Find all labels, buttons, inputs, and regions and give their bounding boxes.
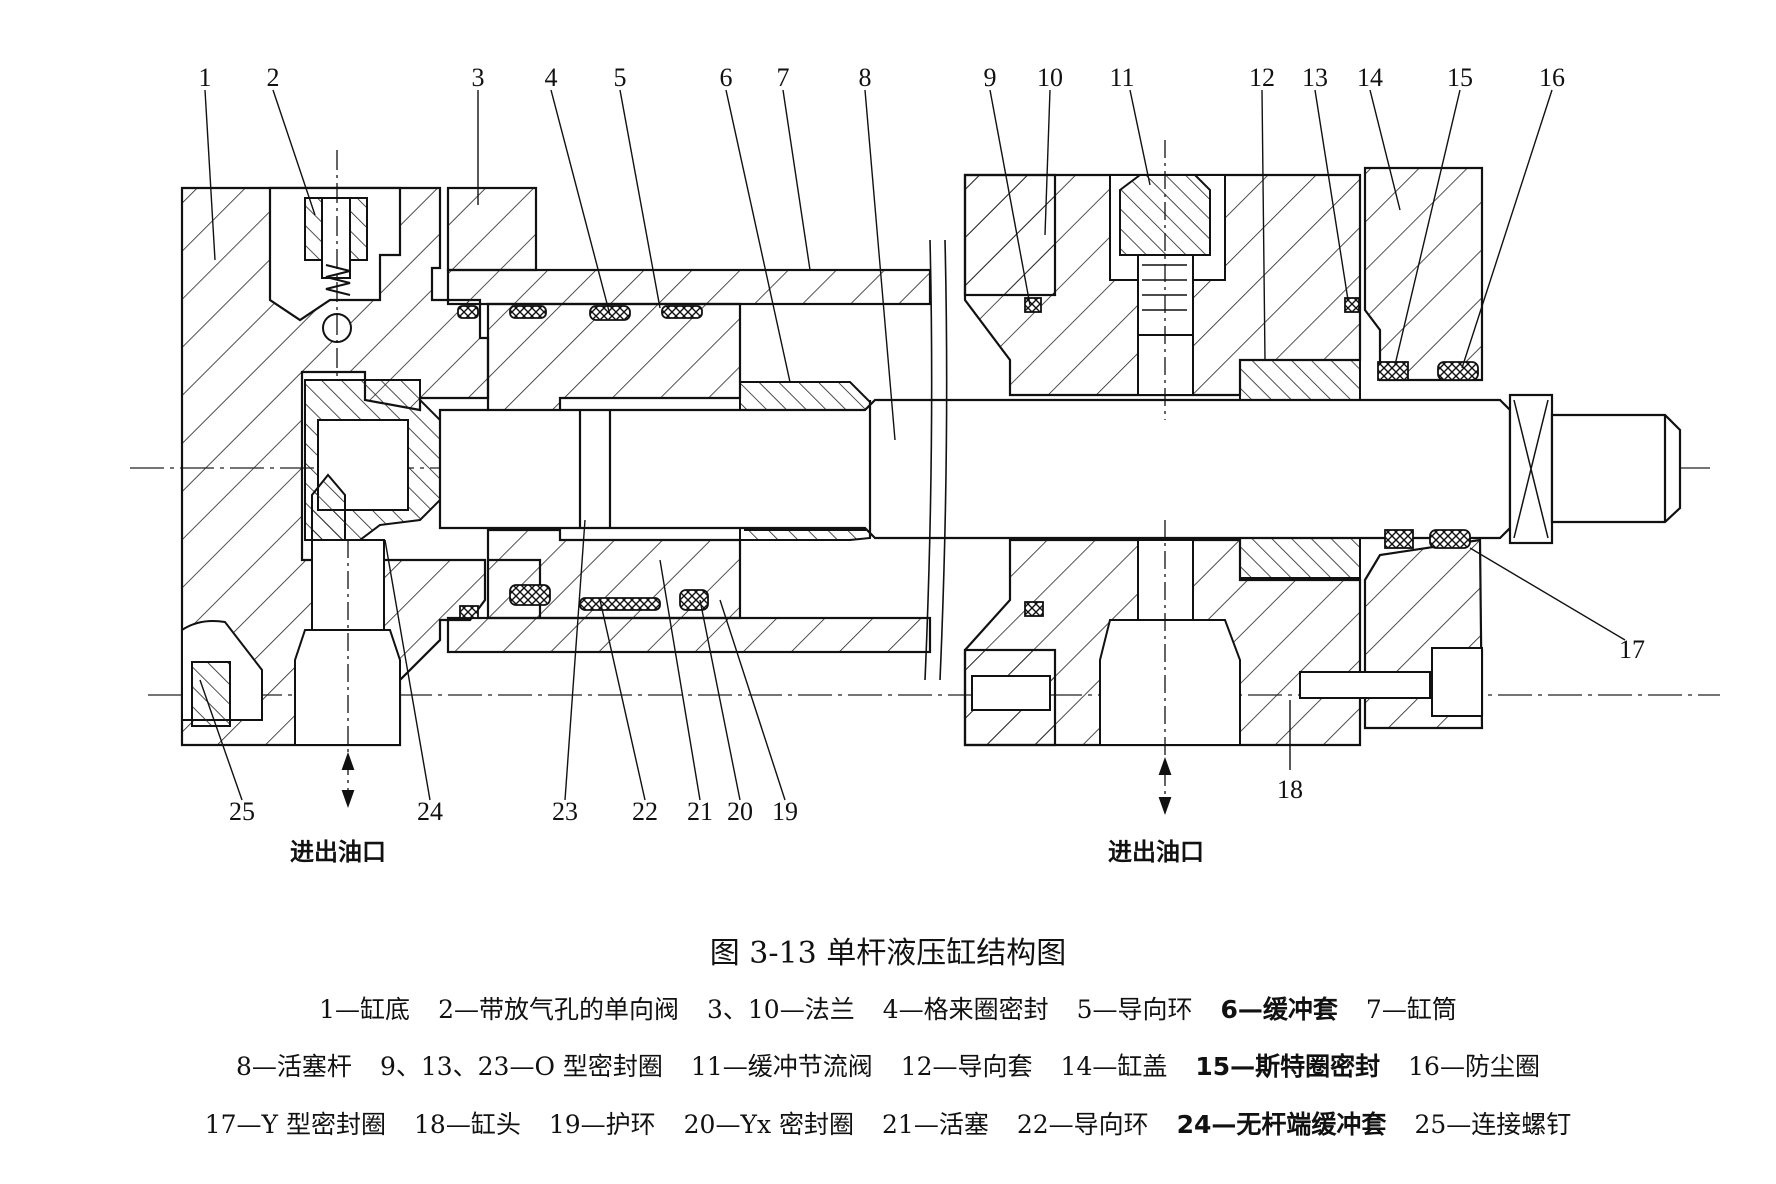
oring-part-9	[1024, 297, 1042, 313]
legend-item: 2—带放气孔的单向阀	[438, 995, 679, 1024]
buffer-throttle-valve-part-11	[1109, 140, 1226, 420]
yseal-part-17a	[1384, 529, 1414, 549]
part-number-23: 23	[552, 797, 578, 826]
legend-item: 5—导向环	[1076, 995, 1193, 1024]
seal-part-4	[509, 305, 547, 319]
legend-item: 4—格来圈密封	[882, 995, 1049, 1024]
part-number-12: 12	[1249, 63, 1275, 92]
part-number-21: 21	[687, 797, 713, 826]
guide-sleeve-part-12	[1239, 359, 1361, 579]
legend-item: 11—缓冲节流阀	[690, 1052, 873, 1081]
left-oil-port	[294, 539, 401, 808]
legend-line-3: 17—Y 型密封圈 18—缸头 19—护环 20—Yx 密封圈 21—活塞 22—导向环 2…	[20, 1105, 1756, 1141]
part-number-15: 15	[1447, 63, 1473, 92]
part-number-22: 22	[632, 797, 658, 826]
legend-item: 17—Y 型密封圈	[204, 1110, 387, 1139]
oring-left-barrel	[459, 605, 479, 619]
connecting-screw-part-25	[181, 620, 263, 727]
legend-item: 19—护环	[548, 1110, 656, 1139]
yseal-part-17b	[1429, 529, 1471, 549]
legend-item: 20—Yx 密封圈	[683, 1110, 855, 1139]
part-number-4: 4	[545, 63, 558, 92]
part-number-2: 2	[267, 63, 280, 92]
part-number-16: 16	[1539, 63, 1565, 92]
right-oil-port	[1099, 520, 1241, 815]
right-port-label: 进出油口	[1108, 838, 1204, 866]
legend-item: 7—缸筒	[1365, 995, 1457, 1024]
part-number-20: 20	[727, 797, 753, 826]
legend-line-1: 1—缸底 2—带放气孔的单向阀 3、10—法兰 4—格来圈密封 5—导向环 6—缓冲套 7—…	[20, 990, 1756, 1026]
legend-item: 22—导向环	[1016, 1110, 1149, 1139]
part-number-8: 8	[859, 63, 872, 92]
seal-part-22	[579, 597, 661, 611]
oring-right-barrel	[1024, 601, 1044, 617]
part-number-13: 13	[1302, 63, 1328, 92]
left-port-label: 进出油口	[290, 838, 386, 866]
seal-part-19	[509, 584, 551, 606]
legend-item: 16—防尘圈	[1408, 1052, 1540, 1081]
break-lines	[924, 239, 948, 681]
legend-item: 25—连接螺钉	[1414, 1110, 1572, 1139]
part-number-1: 1	[199, 63, 212, 92]
legend-item: 6—缓冲套	[1220, 995, 1338, 1024]
part-number-25: 25	[229, 797, 255, 826]
seal-part-6b	[661, 305, 703, 319]
part-number-9: 9	[984, 63, 997, 92]
legend-item: 3、10—法兰	[706, 995, 855, 1024]
part-number-7: 7	[777, 63, 790, 92]
part-number-5: 5	[614, 63, 627, 92]
part-number-19: 19	[772, 797, 798, 826]
leader-lines	[199, 89, 1626, 801]
stepseal-part-15	[1377, 361, 1409, 381]
legend-item: 14—缸盖	[1060, 1052, 1168, 1081]
seal-part-20	[679, 589, 709, 611]
flange-part-3	[446, 186, 538, 272]
part-number-3: 3	[472, 63, 485, 92]
oring-part-13	[1344, 297, 1360, 313]
part-number-14: 14	[1357, 63, 1383, 92]
figure-caption: 图 3-13 单杆液压缸结构图	[709, 936, 1067, 971]
legend-line-2: 8—活塞杆 9、13、23—O 型密封圈 11—缓冲节流阀 12—导向套 14—缸盖 15…	[20, 1047, 1756, 1083]
part-number-18: 18	[1277, 775, 1303, 804]
legend-item: 15—斯特圈密封	[1195, 1052, 1381, 1081]
part-number-10: 10	[1037, 63, 1063, 92]
piston-part-21	[486, 302, 742, 620]
rodless-buffer-sleeve-part-24	[304, 379, 441, 546]
part-number-17: 17	[1619, 635, 1645, 664]
legend-item: 8—活塞杆	[236, 1052, 352, 1081]
legend-item: 1—缸底	[319, 995, 411, 1024]
check-valve-part-2	[304, 150, 368, 380]
seal-ring-left	[457, 305, 479, 319]
legend-item: 21—活塞	[882, 1110, 989, 1139]
legend-item: 18—缸头	[414, 1110, 521, 1139]
part-number-6: 6	[720, 63, 733, 92]
rod-end-seals	[459, 297, 1479, 619]
legend-item: 24—无杆端缓冲套	[1176, 1110, 1387, 1139]
wiper-part-16	[1437, 361, 1479, 381]
legend-item: 12—导向套	[900, 1052, 1033, 1081]
cylinder-section-drawing: 1234567891011121314151617181920212223242…	[130, 63, 1720, 826]
part-number-24: 24	[417, 797, 443, 826]
part-number-11: 11	[1109, 63, 1134, 92]
legend-item: 9、13、23—O 型密封圈	[379, 1052, 663, 1081]
right-connecting-screw	[971, 647, 1483, 717]
piston-rod-part-8	[438, 393, 1682, 545]
